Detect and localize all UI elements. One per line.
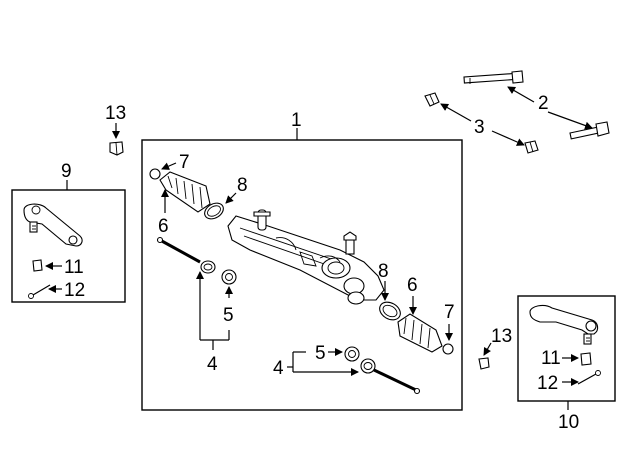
clamp-8-left: [204, 202, 224, 220]
callout-8-right[interactable]: 8: [378, 261, 389, 282]
leader-2-lower: [547, 111, 593, 130]
callout-1[interactable]: 1: [291, 110, 302, 131]
callout-9[interactable]: 9: [61, 161, 72, 182]
callout-4-upper[interactable]: 4: [207, 354, 218, 375]
steering-rack: [227, 209, 385, 305]
callout-11-right[interactable]: 11: [541, 348, 561, 369]
outer-tie-rod-2-lower: [569, 121, 610, 140]
callout-12-right[interactable]: 12: [537, 373, 558, 394]
callout-4-lower[interactable]: 4: [273, 358, 284, 379]
clamp-7-right: [442, 343, 454, 355]
right-tie-rod-end-box: [517, 295, 616, 402]
tie-rod-end-right: [529, 304, 599, 345]
boot-6-left: [159, 171, 211, 213]
callout-12-left[interactable]: 12: [64, 280, 85, 301]
leader-7-left: [161, 162, 177, 170]
lock-nut-3-lower: [524, 140, 539, 154]
leader-13-right: [483, 342, 492, 356]
callout-5-lower[interactable]: 5: [315, 343, 326, 364]
inner-tie-rod-4-upper: [156, 236, 216, 274]
nut-11-left: [32, 259, 43, 272]
outer-tie-rod-2-upper: [463, 70, 524, 84]
leader-8-left: [225, 192, 237, 204]
leader-3-lower: [491, 130, 525, 146]
callout-6-right[interactable]: 6: [407, 275, 418, 296]
callout-6-left[interactable]: 6: [158, 216, 169, 237]
clamp-8-right: [379, 301, 401, 321]
nut-11-right: [580, 352, 592, 366]
lock-washer-5-lower: [344, 346, 360, 362]
left-tie-rod-end-box: [11, 189, 126, 303]
lock-nut-3-upper: [424, 92, 440, 107]
lock-washer-5-upper: [221, 269, 237, 285]
cotter-pin-12-left: [28, 284, 51, 299]
callout-5-upper[interactable]: 5: [223, 305, 234, 326]
callout-13-right[interactable]: 13: [491, 326, 512, 347]
callout-8-left[interactable]: 8: [237, 175, 248, 196]
inner-tie-rod-4-lower: [360, 358, 421, 395]
callout-10[interactable]: 10: [558, 412, 579, 433]
cotter-pin-12-right: [577, 370, 601, 385]
lock-nut-13-right: [478, 357, 490, 370]
callout-13-left[interactable]: 13: [105, 103, 126, 124]
callout-7-right[interactable]: 7: [444, 302, 455, 323]
callout-11-left[interactable]: 11: [64, 257, 84, 278]
clamp-7-left: [149, 168, 161, 180]
lock-nut-13-left: [109, 141, 124, 156]
callout-2[interactable]: 2: [538, 93, 549, 114]
tie-rod-end-left: [23, 203, 83, 247]
leader-2-upper: [507, 86, 535, 103]
steering-gear-box: [141, 139, 463, 411]
boot-6-right: [397, 313, 443, 353]
callout-3[interactable]: 3: [474, 117, 485, 138]
callout-7-left[interactable]: 7: [179, 152, 190, 173]
leader-3-upper: [440, 103, 472, 122]
